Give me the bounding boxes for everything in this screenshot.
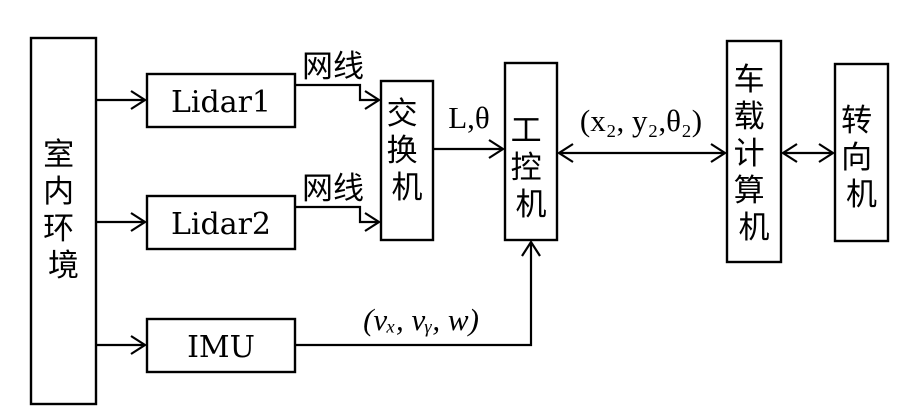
env-to-lidar2-arrow: [96, 212, 148, 232]
lidar2-label: Lidar2: [171, 207, 271, 242]
vehicle-computer-char-1: 车: [734, 62, 765, 98]
indoor-environment-char-4: 境: [48, 248, 79, 284]
env-to-lidar1-arrow: [96, 90, 148, 110]
steering-char-3: 机: [846, 177, 877, 213]
vehicle-computer-char-4: 算: [734, 173, 765, 209]
indoor-environment-label: 室 内 环 境: [43, 137, 84, 284]
ipc-vehicle-computer-arrow: [556, 143, 728, 163]
ipc-vehicle-pose-label: (x₂, y₂,θ₂): [580, 103, 702, 138]
imu-label: IMU: [187, 330, 255, 365]
switch-char-3: 机: [392, 170, 423, 206]
lidar2-switch-cable-label: 网线: [302, 171, 364, 207]
ipc-char-2: 控: [511, 150, 542, 186]
lidar2-to-switch-arrow: [295, 205, 382, 232]
indoor-environment-char-2: 内: [43, 174, 74, 210]
switch-ipc-signal-label: L,θ: [448, 100, 490, 135]
switch-to-ipc-arrow: [433, 139, 506, 159]
switch-label: 交 换 机: [387, 96, 428, 206]
switch-char-2: 换: [387, 133, 418, 169]
steering-box: [833, 62, 890, 243]
env-to-imu-arrow: [96, 335, 148, 355]
ipc-box: [503, 61, 559, 242]
lidar1-to-switch-arrow: [295, 83, 382, 110]
indoor-environment-char-3: 环: [43, 211, 74, 247]
lidar2-box: [145, 194, 297, 251]
vehicle-computer-box: [725, 39, 783, 264]
lidar1-label: Lidar1: [171, 85, 271, 120]
steering-char-1: 转: [841, 103, 872, 139]
ipc-label: 工 控 机: [511, 113, 552, 223]
vehicle-computer-char-3: 计: [734, 136, 765, 172]
ipc-char-3: 机: [516, 187, 547, 223]
imu-velocity-label: (vₓ, vᵧ, w): [363, 302, 479, 337]
vehicle-computer-char-5: 机: [739, 210, 770, 246]
vehicle-computer-char-2: 载: [734, 99, 765, 135]
indoor-environment-char-1: 室: [43, 137, 74, 173]
imu-to-ipc-arrow: [295, 239, 541, 347]
steering-char-2: 向: [841, 140, 872, 176]
switch-box: [379, 79, 435, 242]
lidar1-switch-cable-label: 网线: [302, 49, 364, 85]
indoor-environment-box: [29, 36, 98, 406]
lidar1-box: [145, 72, 297, 129]
vehicle-computer-label: 车 载 计 算 机: [734, 62, 775, 246]
switch-char-1: 交: [387, 96, 418, 132]
ipc-char-1: 工: [511, 113, 542, 149]
vehicle-computer-steering-arrow: [780, 143, 836, 163]
steering-label: 转 向 机: [841, 103, 882, 213]
